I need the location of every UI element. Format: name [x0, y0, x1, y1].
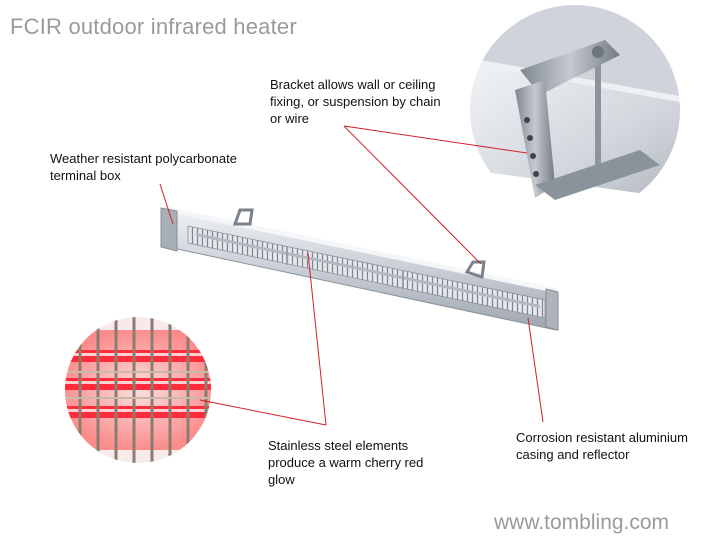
leader-lines	[159, 125, 544, 426]
bracket-closeup	[470, 5, 680, 215]
callout-casing: Corrosion resistant aluminium casing and…	[516, 429, 716, 463]
callout-terminal-line-1: Weather resistant polycarbonate	[50, 151, 237, 166]
callout-elements-line-1: Stainless steel elements	[268, 438, 409, 453]
callout-elements: Stainless steel elements produce a warm …	[268, 437, 458, 488]
callout-bracket-line-3: or wire	[270, 111, 310, 126]
callout-casing-line-2: casing and reflector	[516, 447, 630, 462]
callout-terminal-line-2: terminal box	[50, 168, 121, 183]
callout-bracket-line-2: fixing, or suspension by chain	[270, 94, 441, 109]
callout-terminal-box: Weather resistant polycarbonate terminal…	[50, 150, 270, 184]
callout-bracket: Bracket allows wall or ceiling fixing, o…	[270, 76, 470, 127]
callout-elements-line-2: produce a warm cherry red	[268, 455, 424, 470]
element-glow-closeup	[65, 317, 211, 463]
callout-elements-line-3: glow	[268, 472, 295, 487]
callout-bracket-line-1: Bracket allows wall or ceiling	[270, 77, 436, 92]
callout-casing-line-1: Corrosion resistant aluminium	[516, 430, 688, 445]
page-title: FCIR outdoor infrared heater	[10, 14, 297, 39]
heater-body	[160, 207, 559, 331]
website-url: www.tombling.com	[494, 511, 670, 534]
